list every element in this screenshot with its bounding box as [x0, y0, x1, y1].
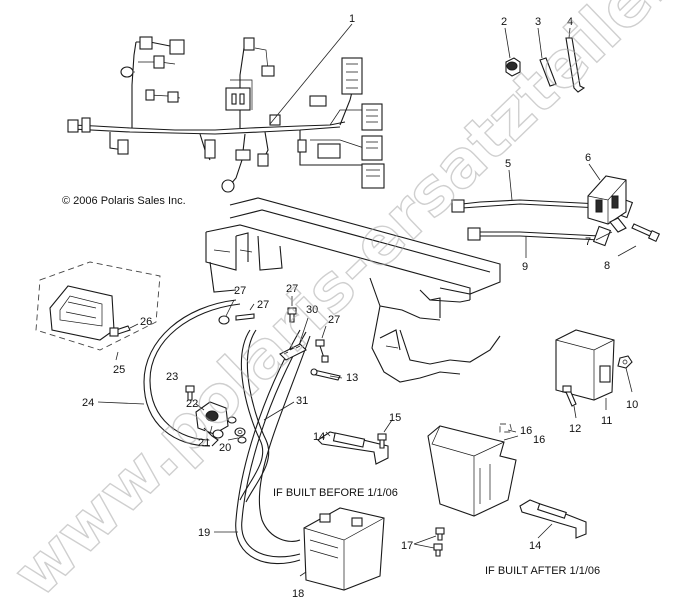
connector-block-30	[279, 343, 307, 361]
screw-12	[562, 385, 577, 407]
wire-part-4	[565, 37, 586, 93]
mount-plate-26	[49, 285, 115, 341]
cable-31	[239, 329, 270, 503]
screw-29	[235, 313, 255, 321]
callout-3: 3	[535, 16, 541, 28]
cap-part-2	[505, 57, 521, 77]
washer-21	[234, 427, 247, 444]
callout-8: 8	[604, 260, 610, 272]
screws-18	[433, 527, 445, 557]
bolt-24	[185, 385, 195, 401]
note-built-before: IF BUILT BEFORE 1/1/06	[273, 487, 398, 499]
callout-17: 16	[533, 434, 545, 446]
box-outline-26	[35, 261, 161, 351]
callout-27-right: 27	[328, 314, 340, 326]
callout-15: 15	[389, 412, 401, 424]
callout-1-leader	[269, 23, 353, 125]
callout-11: 11	[601, 415, 612, 427]
label-16	[499, 423, 513, 433]
callout-29: 27	[257, 299, 269, 311]
callout-28: 27	[234, 285, 246, 297]
spacer-7	[609, 217, 627, 233]
screw-27-left	[109, 325, 131, 337]
callout-10: 10	[626, 399, 638, 411]
callout-5: 5	[505, 158, 511, 170]
ecu-module-11	[555, 329, 615, 401]
callout-4: 4	[567, 16, 573, 28]
copyright-notice: © 2006 Polaris Sales Inc.	[62, 195, 186, 207]
callout-16: 16	[520, 425, 532, 437]
callout-26: 25	[113, 364, 125, 376]
battery-19	[303, 507, 385, 591]
chassis-frame	[205, 197, 501, 383]
bolt-8	[631, 223, 661, 243]
wire-part-3	[539, 57, 557, 87]
callout-25: 24	[82, 397, 94, 409]
callout-13: 13	[346, 372, 358, 384]
callout-6: 6	[585, 152, 591, 164]
cable-25	[143, 299, 241, 447]
callout-27-left: 26	[140, 316, 152, 328]
wiring-harness	[67, 36, 385, 193]
nut-22	[212, 416, 237, 439]
callout-18: 17	[401, 540, 413, 552]
bolt-27-top	[287, 307, 297, 323]
callout-31: 31	[296, 395, 308, 407]
callout-1: 1	[349, 13, 355, 25]
callout-9: 9	[522, 261, 528, 273]
bracket-14-after	[519, 499, 587, 539]
washer-28	[218, 315, 230, 325]
callout-27-top: 27	[286, 283, 298, 295]
callout-20: 19	[198, 527, 210, 539]
screw-15	[377, 433, 387, 449]
cable-20	[235, 329, 311, 565]
callout-24: 23	[166, 371, 178, 383]
callout-7: 7	[585, 236, 591, 248]
bracket-14-before	[317, 431, 389, 465]
battery-box-17	[427, 425, 517, 517]
nut-10	[617, 355, 633, 369]
callout-12: 12	[569, 423, 581, 435]
note-built-after: IF BUILT AFTER 1/1/06	[485, 565, 600, 577]
callout-19: 18	[292, 588, 304, 600]
cable-9	[467, 225, 612, 247]
relay-6	[587, 175, 627, 225]
bolt-27-right	[315, 339, 329, 363]
callout-22: 21	[198, 437, 210, 449]
callout-14-after: 14	[529, 540, 541, 552]
terminal-13	[310, 368, 341, 381]
callout-21: 20	[219, 442, 231, 454]
callout-30: 30	[306, 304, 318, 316]
callout-2: 2	[501, 16, 507, 28]
callout-23: 22	[186, 398, 198, 410]
callout-14-before: 14	[313, 431, 325, 443]
